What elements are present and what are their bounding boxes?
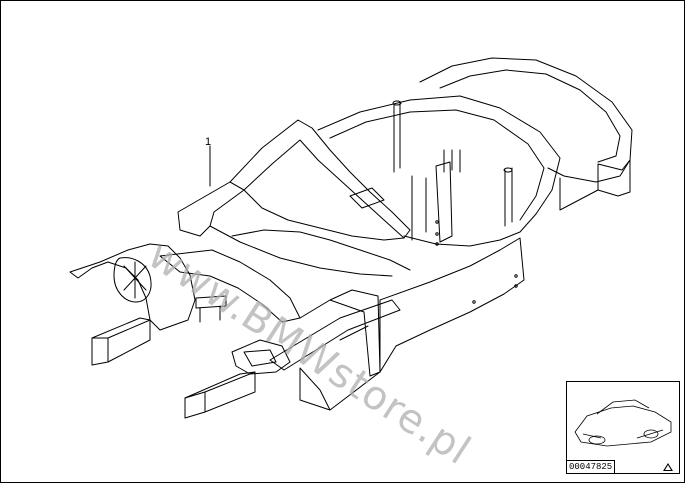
a-pillar-brace [269, 299, 401, 371]
windshield-frame [229, 119, 411, 239]
right-rocker [379, 237, 525, 373]
cockpit-tub [317, 95, 561, 247]
roll-bar-posts [443, 149, 513, 227]
front-right-rail [184, 371, 256, 419]
floor-pan [231, 229, 411, 271]
part-number: 00047825 [566, 460, 616, 474]
callout-number: 1 [205, 136, 212, 148]
thumbnail-car-icon [566, 381, 680, 474]
warning-triangle-icon [663, 463, 673, 471]
left-wheel-arch [69, 243, 196, 331]
cowl [177, 181, 245, 237]
rear-deck [419, 57, 633, 183]
front-crossmember [159, 249, 301, 323]
b-pillar-left [435, 161, 453, 243]
right-wheel-arch [231, 339, 291, 375]
front-left-rail [91, 319, 151, 366]
